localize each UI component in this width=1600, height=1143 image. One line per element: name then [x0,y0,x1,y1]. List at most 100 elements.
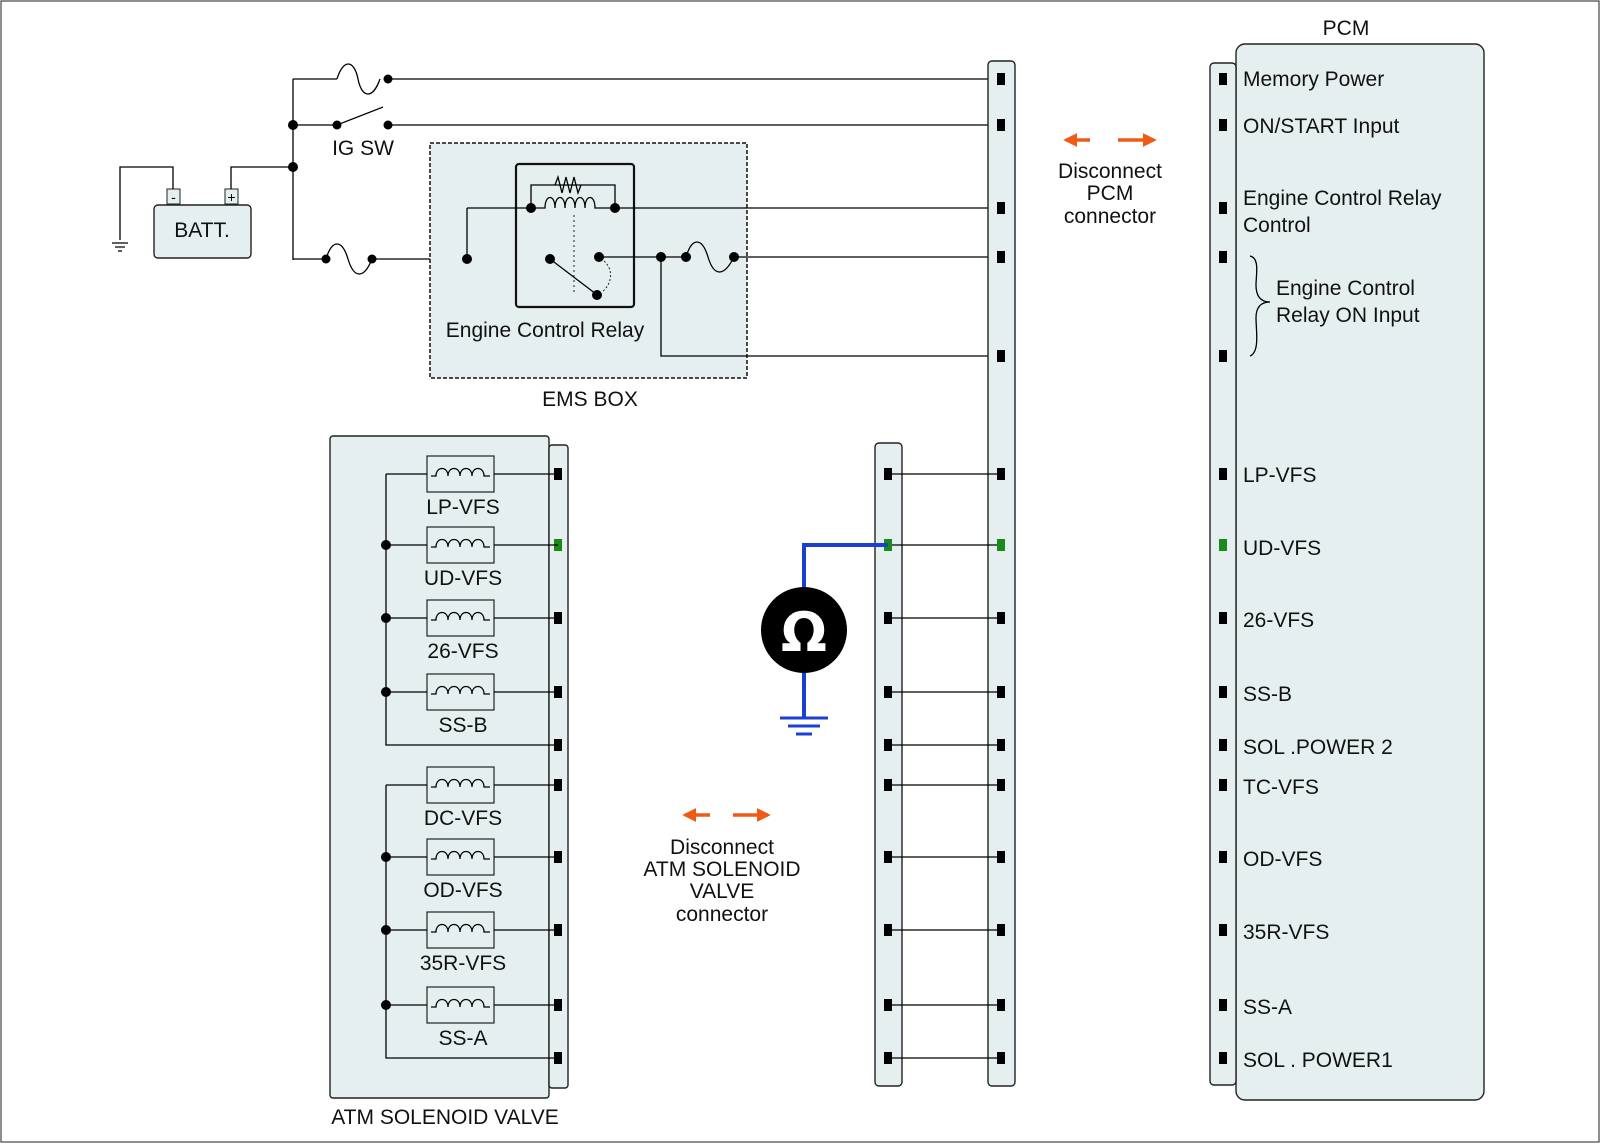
battery-body [153,204,252,259]
pcm-title: PCM [1323,17,1370,40]
atm-solenoid-valve: LP-VFS UD-VFS 26-VFS SS-B DC-VFS OD-VFS 35R-VF… [329,435,569,1129]
coil-icon [431,778,490,788]
pcm-pin [1219,350,1227,362]
pcm-pin-label: 26-VFS [1243,609,1314,632]
connector-pin [997,251,1005,263]
brace-icon [1249,255,1271,357]
solenoid-ud-vfs: UD-VFS [381,526,558,590]
coil-icon [431,923,490,933]
connector-pin [884,779,892,791]
pcm-pin [1219,739,1227,751]
pcm-pin-label: Engine Control [1276,277,1415,300]
pcm-pin [1219,251,1227,263]
battery-ground-icon [112,242,128,252]
fuse-memory-icon [336,63,381,95]
connector-pin [997,851,1005,863]
solenoid-label: DC-VFS [424,807,502,830]
solenoid-26-vfs: 26-VFS [381,599,558,663]
power-distribution: IG SW [288,63,1000,275]
solenoid-label: OD-VFS [423,879,502,902]
connector-pin [884,468,892,480]
connector-pin [997,202,1005,214]
pcm-pin-label: Control [1243,214,1311,237]
pcm-pin [1219,119,1227,131]
connector-pin [997,1052,1005,1064]
pcm-pin-label: SS-B [1243,683,1292,706]
pcm-pin-label: OD-VFS [1243,848,1322,871]
solenoid-ss-a: SS-A [381,986,558,1050]
connector-pin [997,119,1005,131]
pcm-pin [1219,999,1227,1011]
connector-pin [884,924,892,936]
relay-coil-icon [531,196,615,209]
pcm-pin [1219,779,1227,791]
solenoid-coil-box [426,526,495,564]
ohmmeter: Ω [761,543,888,736]
pcm-pin-label: SS-A [1243,996,1292,1019]
pcm-pin [1219,468,1227,480]
pcm-pin [1219,851,1227,863]
disconnect-pcm-note: Disconnect PCM connector [1058,133,1162,228]
atm-valve-connector [548,444,569,1089]
solenoid-label: LP-VFS [426,496,500,519]
connector-pin [997,924,1005,936]
svg-text:Disconnect: Disconnect [1058,160,1162,183]
ohmmeter-body [761,587,847,673]
pcm-pin-label: 35R-VFS [1243,921,1329,944]
solenoid-label: 26-VFS [427,640,498,663]
sol-power-2-rail [385,474,558,746]
solenoid-dc-vfs: DC-VFS [386,766,558,830]
connector-pin [997,999,1005,1011]
solenoid-ss-b: SS-B [381,673,558,737]
connector-pin [997,468,1005,480]
coil-icon [431,467,490,477]
ground-icon [780,716,828,736]
pcm-pin-label: ON/START Input [1243,115,1400,138]
connector-pin [884,851,892,863]
pcm-pin [1219,539,1227,551]
ignition-switch-icon [293,106,1000,126]
pcm-pin-label: Engine Control Relay [1243,187,1442,210]
wire-relay-on-2 [660,257,1000,357]
connector-pin [884,686,892,698]
battery-positive-wire [230,166,293,189]
connector-pin [997,539,1005,551]
svg-text:connector: connector [676,903,768,926]
probe-lead-positive [802,543,888,590]
relay-resistor-icon [554,174,582,196]
harness-wires [892,473,997,1059]
relay-label: Engine Control Relay [446,319,645,342]
connector-pin [997,686,1005,698]
pcm-pin-label: TC-VFS [1243,776,1319,799]
atm-harness-connector [874,442,903,1087]
relay-switch-arm-icon [549,258,597,295]
ems-box-outline [429,142,748,379]
connector-pin [997,612,1005,624]
pcm-pin-label: SOL .POWER 2 [1243,736,1393,759]
pcm-pin-label: Relay ON Input [1276,304,1420,327]
solenoid-label: 35R-VFS [420,952,506,975]
coil-icon [431,611,490,621]
pcm-pin [1219,924,1227,936]
svg-text:Disconnect: Disconnect [670,836,774,859]
solenoid-label: SS-B [438,714,487,737]
solenoid-label: UD-VFS [424,567,502,590]
coil-icon [431,850,490,860]
pcm-pin-label: SOL . POWER1 [1243,1049,1393,1072]
svg-text:connector: connector [1064,205,1156,228]
svg-text:VALVE: VALVE [690,880,755,903]
pcm-pin-label: UD-VFS [1243,537,1321,560]
solenoid-35r-vfs: 35R-VFS [381,911,558,975]
coil-icon [431,685,490,695]
connector-pin [884,739,892,751]
coil-icon [431,998,490,1008]
pcm-connector [1209,62,1237,1086]
svg-text:PCM: PCM [1087,182,1134,205]
solenoid-label: SS-A [438,1027,487,1050]
solenoid-od-vfs: OD-VFS [381,838,558,902]
battery-pos-sign: + [227,189,235,205]
relay-outline [514,162,636,309]
